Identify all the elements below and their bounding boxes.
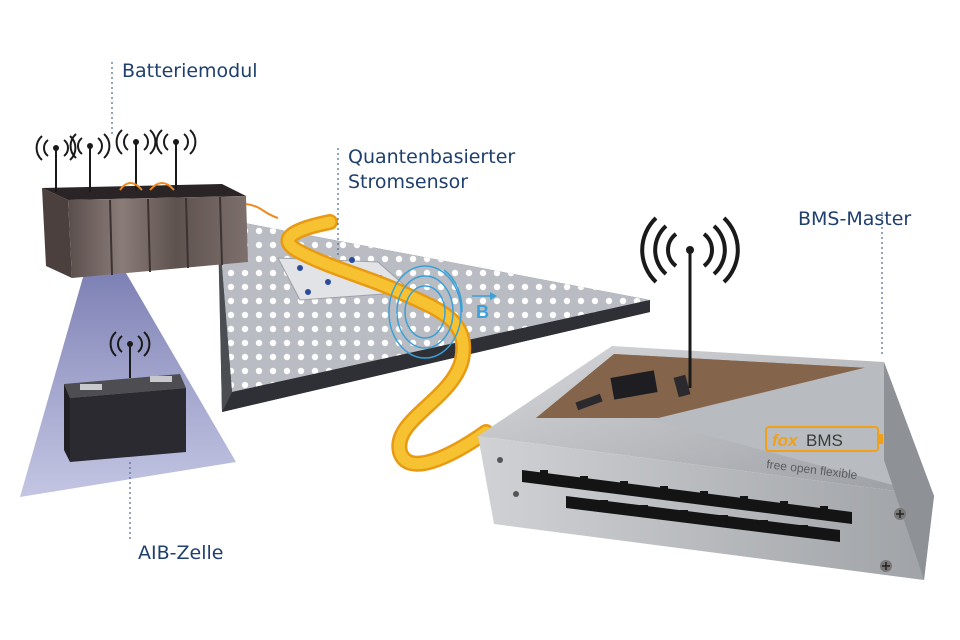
aib-cell xyxy=(64,331,186,462)
label-battery-module: Batteriemodul xyxy=(122,60,258,82)
label-quantum-sensor-line2: Stromsensor xyxy=(348,171,469,193)
field-arrow-icon xyxy=(472,292,497,300)
svg-text:BMS: BMS xyxy=(806,431,843,450)
svg-text:fox: fox xyxy=(772,431,799,450)
magnetic-field-lines xyxy=(388,265,463,359)
screw-icon xyxy=(497,457,906,572)
field-symbol: B xyxy=(476,302,489,322)
leader-lines xyxy=(111,62,883,540)
battery-link-cable xyxy=(245,203,279,219)
bms-master xyxy=(478,216,934,580)
label-quantum-sensor-line1: Quantenbasierter xyxy=(348,146,516,168)
battery-module xyxy=(35,129,248,278)
label-bms-master: BMS-Master xyxy=(798,208,912,230)
label-aib-cell: AIB-Zelle xyxy=(138,542,224,564)
